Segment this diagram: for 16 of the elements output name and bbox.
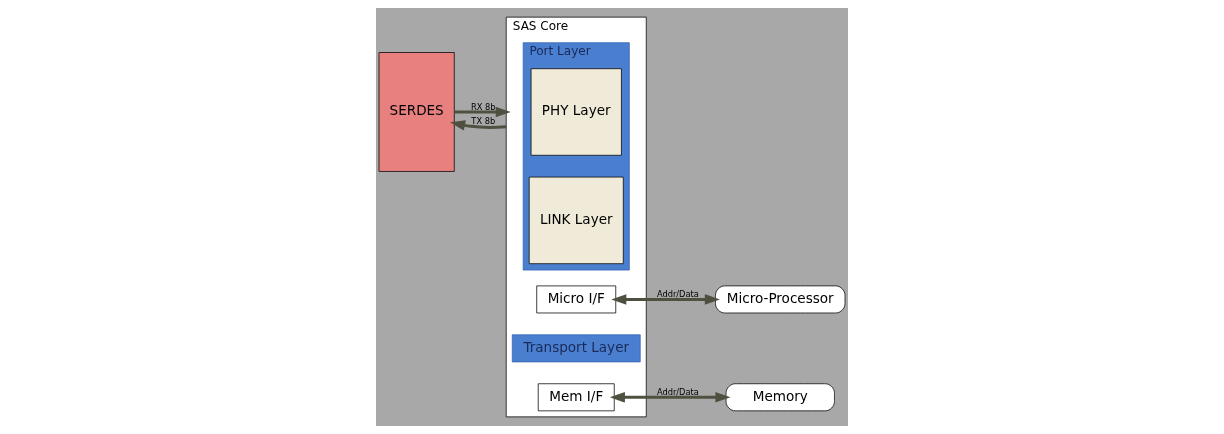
arrow (450, 120, 507, 131)
node-box: Memory (725, 383, 835, 412)
node-box: Micro-Processor (715, 285, 846, 314)
node-box: PHY Layer (530, 68, 622, 156)
edge-label: Addr/Data (656, 386, 699, 397)
edge-label: RX 8b (471, 101, 496, 112)
arrow (611, 294, 720, 305)
node-box: Transport Layer (511, 334, 641, 363)
edge-label: TX 8b (471, 115, 496, 126)
arrow (609, 392, 731, 403)
node-box: SERDES (378, 52, 455, 172)
arrow (454, 106, 511, 118)
node-box: Mem I/F (537, 383, 615, 412)
node-box: Micro I/F (536, 285, 617, 314)
node-box: LINK Layer (528, 176, 624, 265)
edge-label: Addr/Data (656, 289, 699, 300)
